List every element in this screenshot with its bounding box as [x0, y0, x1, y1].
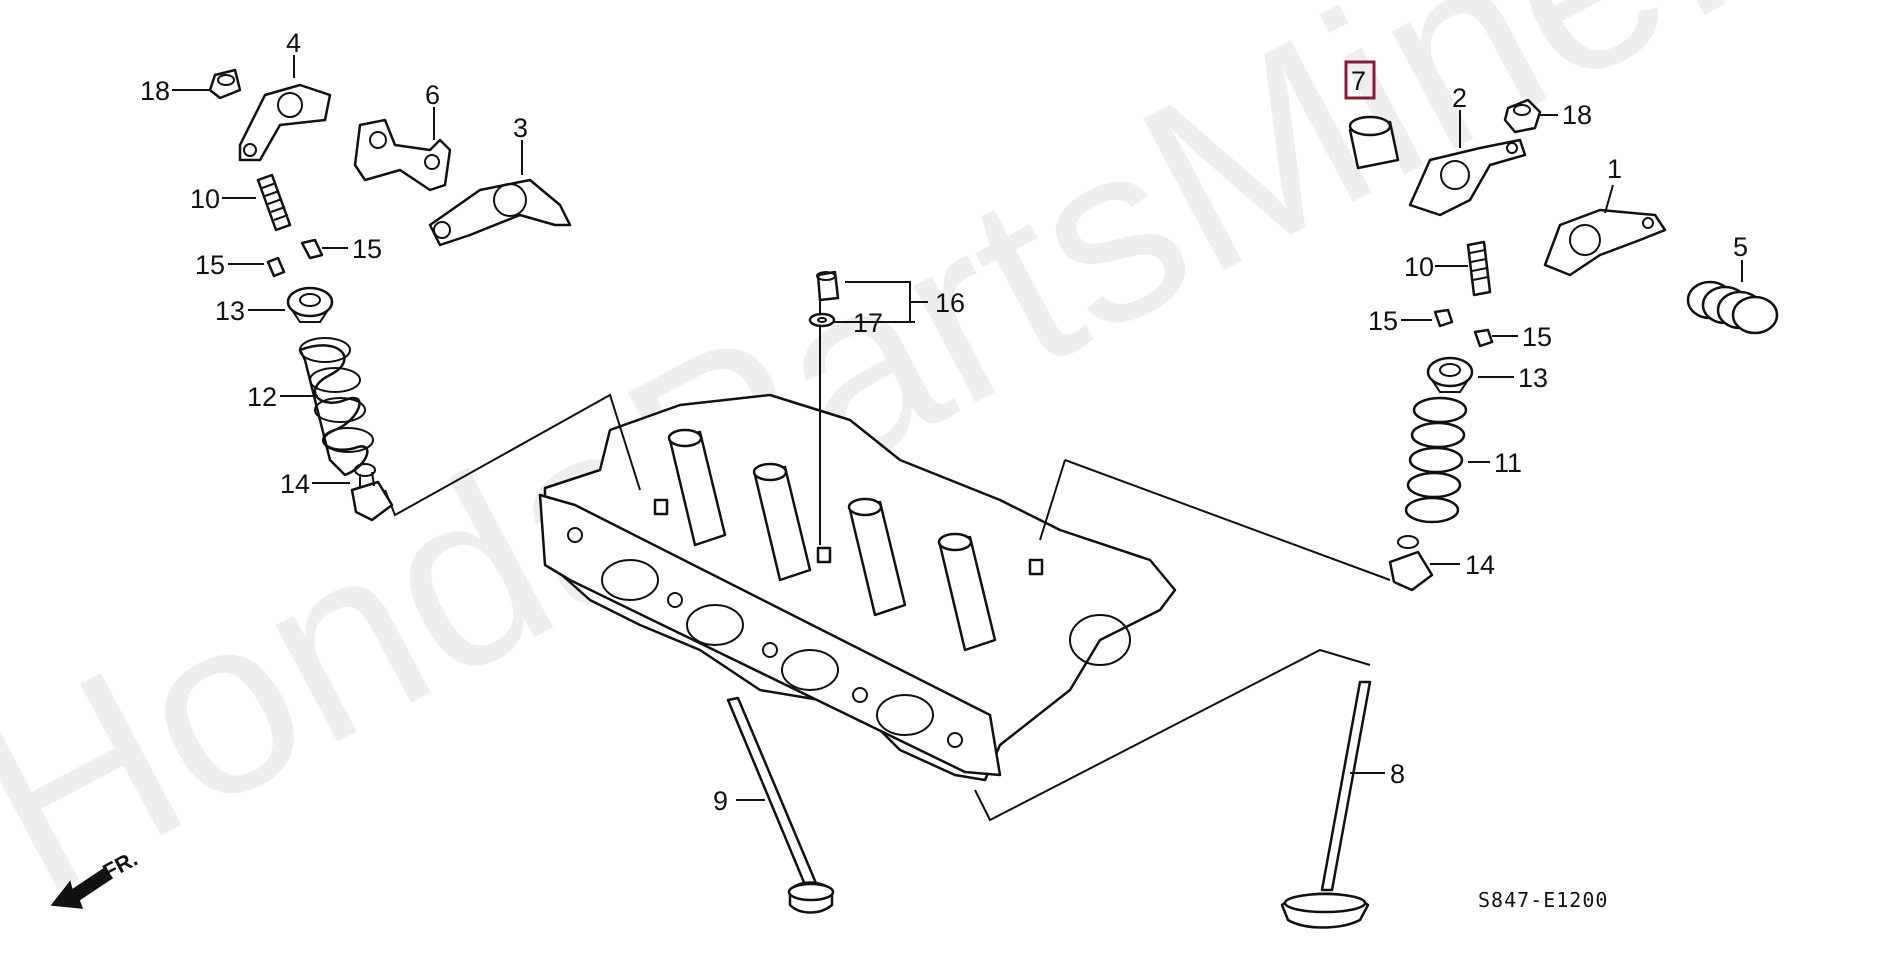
valve-spring-11-illustration	[1404, 396, 1468, 524]
spring-5-illustration	[1686, 280, 1779, 335]
rocker-arm-3-illustration	[428, 178, 572, 247]
cotter-15-right-illustration	[1433, 308, 1494, 348]
callout-18-left[interactable]: 18	[140, 76, 170, 106]
callout-1[interactable]: 1	[1607, 154, 1622, 184]
callout-15-right-b[interactable]: 15	[1522, 322, 1552, 352]
callout-7[interactable]: 7	[1351, 66, 1366, 96]
callout-10-right[interactable]: 10	[1404, 252, 1434, 282]
intake-valve-9-illustration	[726, 696, 835, 914]
front-arrow-icon	[50, 866, 114, 909]
callout-15-left-b[interactable]: 15	[195, 250, 225, 280]
valve-stem-seal-14-right-illustration	[1388, 535, 1434, 592]
rocker-arm-1-illustration	[1543, 208, 1667, 277]
callout-13-right[interactable]: 13	[1518, 363, 1548, 393]
diagram-code: S847-E1200	[1478, 888, 1608, 912]
callout-labels: 18 4 6 3 10 15 15 13 12 14 16 17 7 2 18 …	[140, 28, 1748, 816]
callout-10-left[interactable]: 10	[190, 184, 220, 214]
collar-7-illustration	[1348, 115, 1400, 170]
callout-14-left[interactable]: 14	[280, 469, 310, 499]
callout-11[interactable]: 11	[1494, 448, 1522, 478]
exhaust-valve-8-illustration	[1280, 680, 1372, 929]
valve-spring-12-illustration	[298, 337, 374, 477]
washer-17-illustration	[808, 312, 836, 328]
callout-7-highlight-box	[1344, 60, 1376, 100]
callout-16[interactable]: 16	[935, 288, 965, 318]
callout-18-right[interactable]: 18	[1562, 100, 1592, 130]
callout-2[interactable]: 2	[1452, 83, 1467, 113]
callout-4[interactable]: 4	[286, 28, 301, 58]
rocker-arm-2-illustration	[1408, 138, 1527, 217]
callout-12[interactable]: 12	[247, 382, 277, 412]
callout-5[interactable]: 5	[1733, 232, 1748, 262]
spring-retainer-13-left-illustration	[286, 286, 334, 323]
adjusting-screw-10-right-illustration	[1466, 240, 1492, 297]
lock-nut-18-right-illustration	[1503, 98, 1542, 134]
lock-nut-18-left-illustration	[208, 68, 242, 100]
callout-17[interactable]: 17	[853, 308, 883, 338]
callout-14-right[interactable]: 14	[1465, 550, 1495, 580]
callout-8[interactable]: 8	[1390, 759, 1405, 789]
valve-stem-seal-14-left-illustration	[350, 463, 394, 522]
callout-6[interactable]: 6	[425, 80, 440, 110]
callout-15-left-a[interactable]: 15	[352, 234, 382, 264]
rocker-arm-4-illustration	[238, 83, 332, 162]
callout-3[interactable]: 3	[513, 113, 528, 143]
callout-13-left[interactable]: 13	[215, 296, 245, 326]
leader-lines	[172, 55, 1743, 801]
adjusting-screw-10-left-illustration	[256, 173, 292, 232]
spring-retainer-13-right-illustration	[1426, 356, 1474, 393]
callout-9[interactable]: 9	[713, 786, 728, 816]
dowel-pin-16-illustration	[816, 270, 840, 302]
rocker-shaft-holder-6-illustration	[353, 118, 452, 192]
cylinder-head-illustration	[538, 393, 1177, 782]
callout-15-right-a[interactable]: 15	[1368, 306, 1398, 336]
cotter-15-left-illustration	[266, 238, 324, 278]
